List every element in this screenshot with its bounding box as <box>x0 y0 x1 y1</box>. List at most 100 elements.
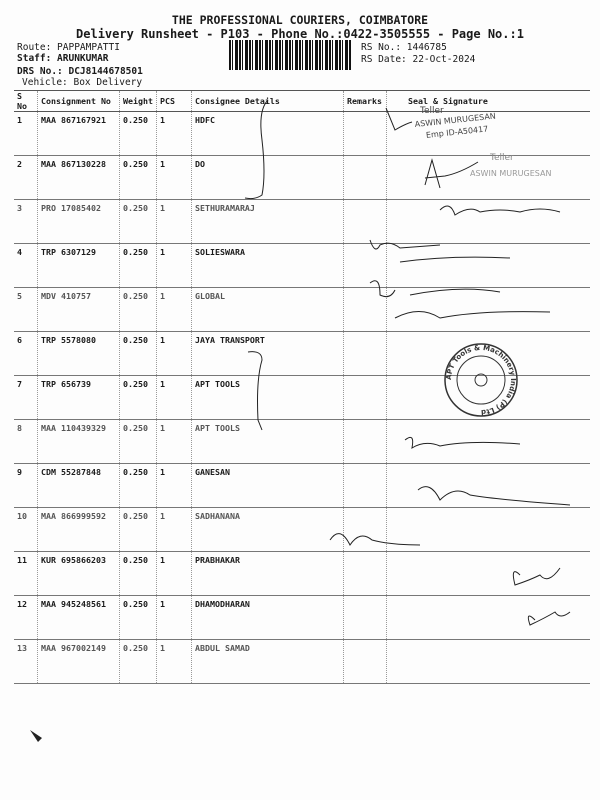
cell-pcs: 1 <box>155 287 192 332</box>
cell-sno: 11 <box>14 551 38 596</box>
cell-seal <box>385 111 590 156</box>
cell-weight: 0.250 <box>119 111 157 156</box>
cell-sno: 1 <box>14 111 38 156</box>
cell-pcs: 1 <box>155 111 192 156</box>
cell-consignee: SADHANANA <box>190 507 344 552</box>
cell-seal <box>385 419 590 464</box>
cell-remarks <box>342 155 387 200</box>
cell-weight: 0.250 <box>119 507 157 552</box>
col-consignee: Consignee Details <box>190 90 344 112</box>
cell-weight: 0.250 <box>119 419 157 464</box>
cell-weight: 0.250 <box>119 199 157 244</box>
col-remarks: Remarks <box>342 90 387 112</box>
cell-consignee: PRABHAKAR <box>190 551 344 596</box>
company-title: THE PROFESSIONAL COURIERS, COIMBATORE <box>171 13 429 27</box>
cell-weight: 0.250 <box>119 375 157 420</box>
cell-remarks <box>342 375 387 420</box>
cell-consignee: APT TOOLS <box>190 419 344 464</box>
cell-weight: 0.250 <box>119 243 157 288</box>
barcode <box>229 40 351 70</box>
cell-remarks <box>342 507 387 552</box>
cell-seal <box>385 551 590 596</box>
cell-cn: MAA 110439329 <box>37 419 120 464</box>
cell-sno: 7 <box>14 375 38 420</box>
cell-seal <box>385 287 590 332</box>
cell-cn: MAA 967002149 <box>37 639 120 684</box>
cell-remarks <box>342 287 387 332</box>
cell-cn: MAA 866999592 <box>37 507 120 552</box>
staff: Staff: ARUNKUMAR <box>17 53 109 64</box>
runsheet-subtitle: Delivery Runsheet - P103 - Phone No.:042… <box>76 27 524 41</box>
cell-remarks <box>342 595 387 640</box>
cell-seal <box>385 155 590 200</box>
cell-pcs: 1 <box>155 595 192 640</box>
cell-sno: 5 <box>14 287 38 332</box>
cell-seal <box>385 463 590 508</box>
cell-remarks <box>342 419 387 464</box>
cell-pcs: 1 <box>155 155 192 200</box>
cell-weight: 0.250 <box>119 287 157 332</box>
cell-consignee: GLOBAL <box>190 287 344 332</box>
cell-sno: 12 <box>14 595 38 640</box>
cell-sno: 6 <box>14 331 38 376</box>
col-weight: Weight <box>119 90 157 112</box>
cell-seal <box>385 639 590 684</box>
cell-weight: 0.250 <box>119 595 157 640</box>
cell-sno: 4 <box>14 243 38 288</box>
col-sno: S No <box>14 90 38 112</box>
cell-consignee: ABDUL SAMAD <box>190 639 344 684</box>
drs-number: DRS No.: DCJ8144678501 <box>17 66 143 77</box>
cell-pcs: 1 <box>155 419 192 464</box>
cell-sno: 2 <box>14 155 38 200</box>
cell-pcs: 1 <box>155 639 192 684</box>
cell-remarks <box>342 639 387 684</box>
cell-remarks <box>342 331 387 376</box>
cell-consignee: DHAMODHARAN <box>190 595 344 640</box>
cell-seal <box>385 507 590 552</box>
cell-seal <box>385 199 590 244</box>
cell-weight: 0.250 <box>119 551 157 596</box>
cell-sno: 13 <box>14 639 38 684</box>
cell-remarks <box>342 243 387 288</box>
cell-remarks <box>342 551 387 596</box>
cell-consignee: SOLIESWARA <box>190 243 344 288</box>
cell-seal <box>385 331 590 376</box>
table-header: S No Consignment No Weight PCS Consignee… <box>14 90 590 112</box>
cell-remarks <box>342 199 387 244</box>
cell-cn: PRO 17085402 <box>37 199 120 244</box>
cell-pcs: 1 <box>155 331 192 376</box>
cell-cn: TRP 5578080 <box>37 331 120 376</box>
cell-cn: TRP 6307129 <box>37 243 120 288</box>
route: Route: PAPPAMPATTI <box>17 42 120 53</box>
cell-weight: 0.250 <box>119 639 157 684</box>
cell-consignee: GANESAN <box>190 463 344 508</box>
cell-seal <box>385 595 590 640</box>
cell-cn: MAA 945248561 <box>37 595 120 640</box>
cell-remarks <box>342 111 387 156</box>
cell-pcs: 1 <box>155 507 192 552</box>
rs-date: RS Date: 22-Oct-2024 <box>361 54 476 65</box>
rs-number: RS No.: 1446785 <box>361 42 447 53</box>
cell-sno: 10 <box>14 507 38 552</box>
cell-cn: CDM 55287848 <box>37 463 120 508</box>
cell-sno: 8 <box>14 419 38 464</box>
cell-cn: MAA 867167921 <box>37 111 120 156</box>
cell-consignee: HDFC <box>190 111 344 156</box>
col-pcs: PCS <box>155 90 192 112</box>
cell-pcs: 1 <box>155 463 192 508</box>
cell-sno: 9 <box>14 463 38 508</box>
cell-consignee: APT TOOLS <box>190 375 344 420</box>
scan-mark <box>30 730 42 742</box>
runsheet-table: S No Consignment No Weight PCS Consignee… <box>14 90 590 684</box>
cell-seal <box>385 375 590 420</box>
